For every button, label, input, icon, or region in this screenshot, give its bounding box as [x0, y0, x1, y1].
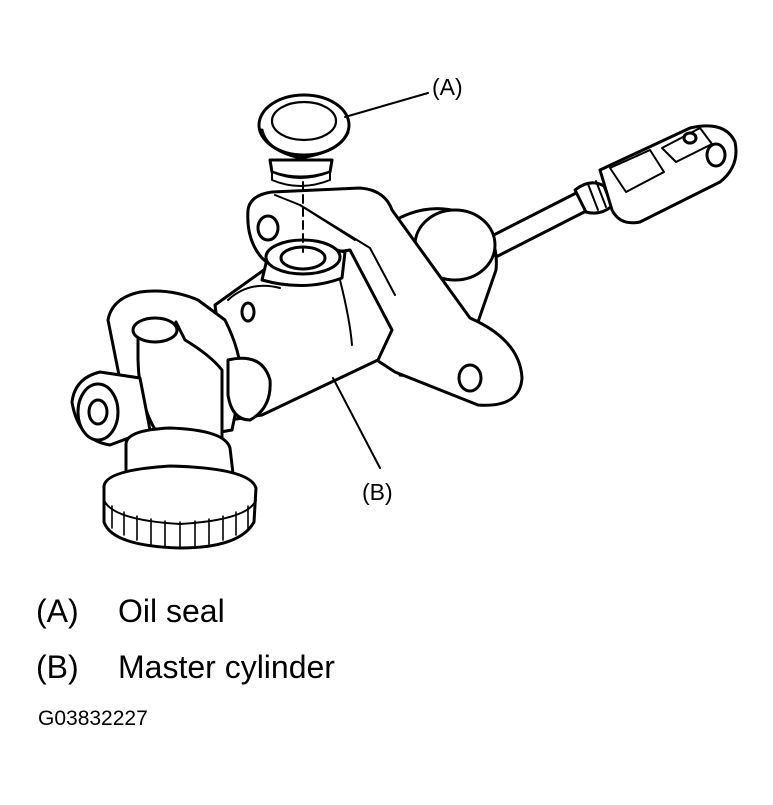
reservoir-cap — [104, 428, 256, 548]
legend-item-master-cylinder: (B) Master cylinder — [36, 648, 335, 686]
leader-line-a — [345, 93, 428, 117]
legend-text: Master cylinder — [118, 649, 335, 685]
callout-a: (A) — [432, 74, 463, 100]
reservoir-port — [72, 291, 270, 455]
legend-key: (B) — [36, 649, 79, 685]
legend-key: (A) — [36, 593, 79, 629]
callout-b: (B) — [362, 479, 393, 505]
push-rod — [480, 181, 612, 260]
legend-item-oil-seal: (A) Oil seal — [36, 592, 225, 630]
oil-seal — [259, 95, 349, 186]
legend-text: Oil seal — [118, 593, 225, 629]
figure-code: G03832227 — [38, 707, 148, 730]
clevis-yoke — [600, 126, 736, 223]
leader-line-b — [333, 378, 380, 468]
